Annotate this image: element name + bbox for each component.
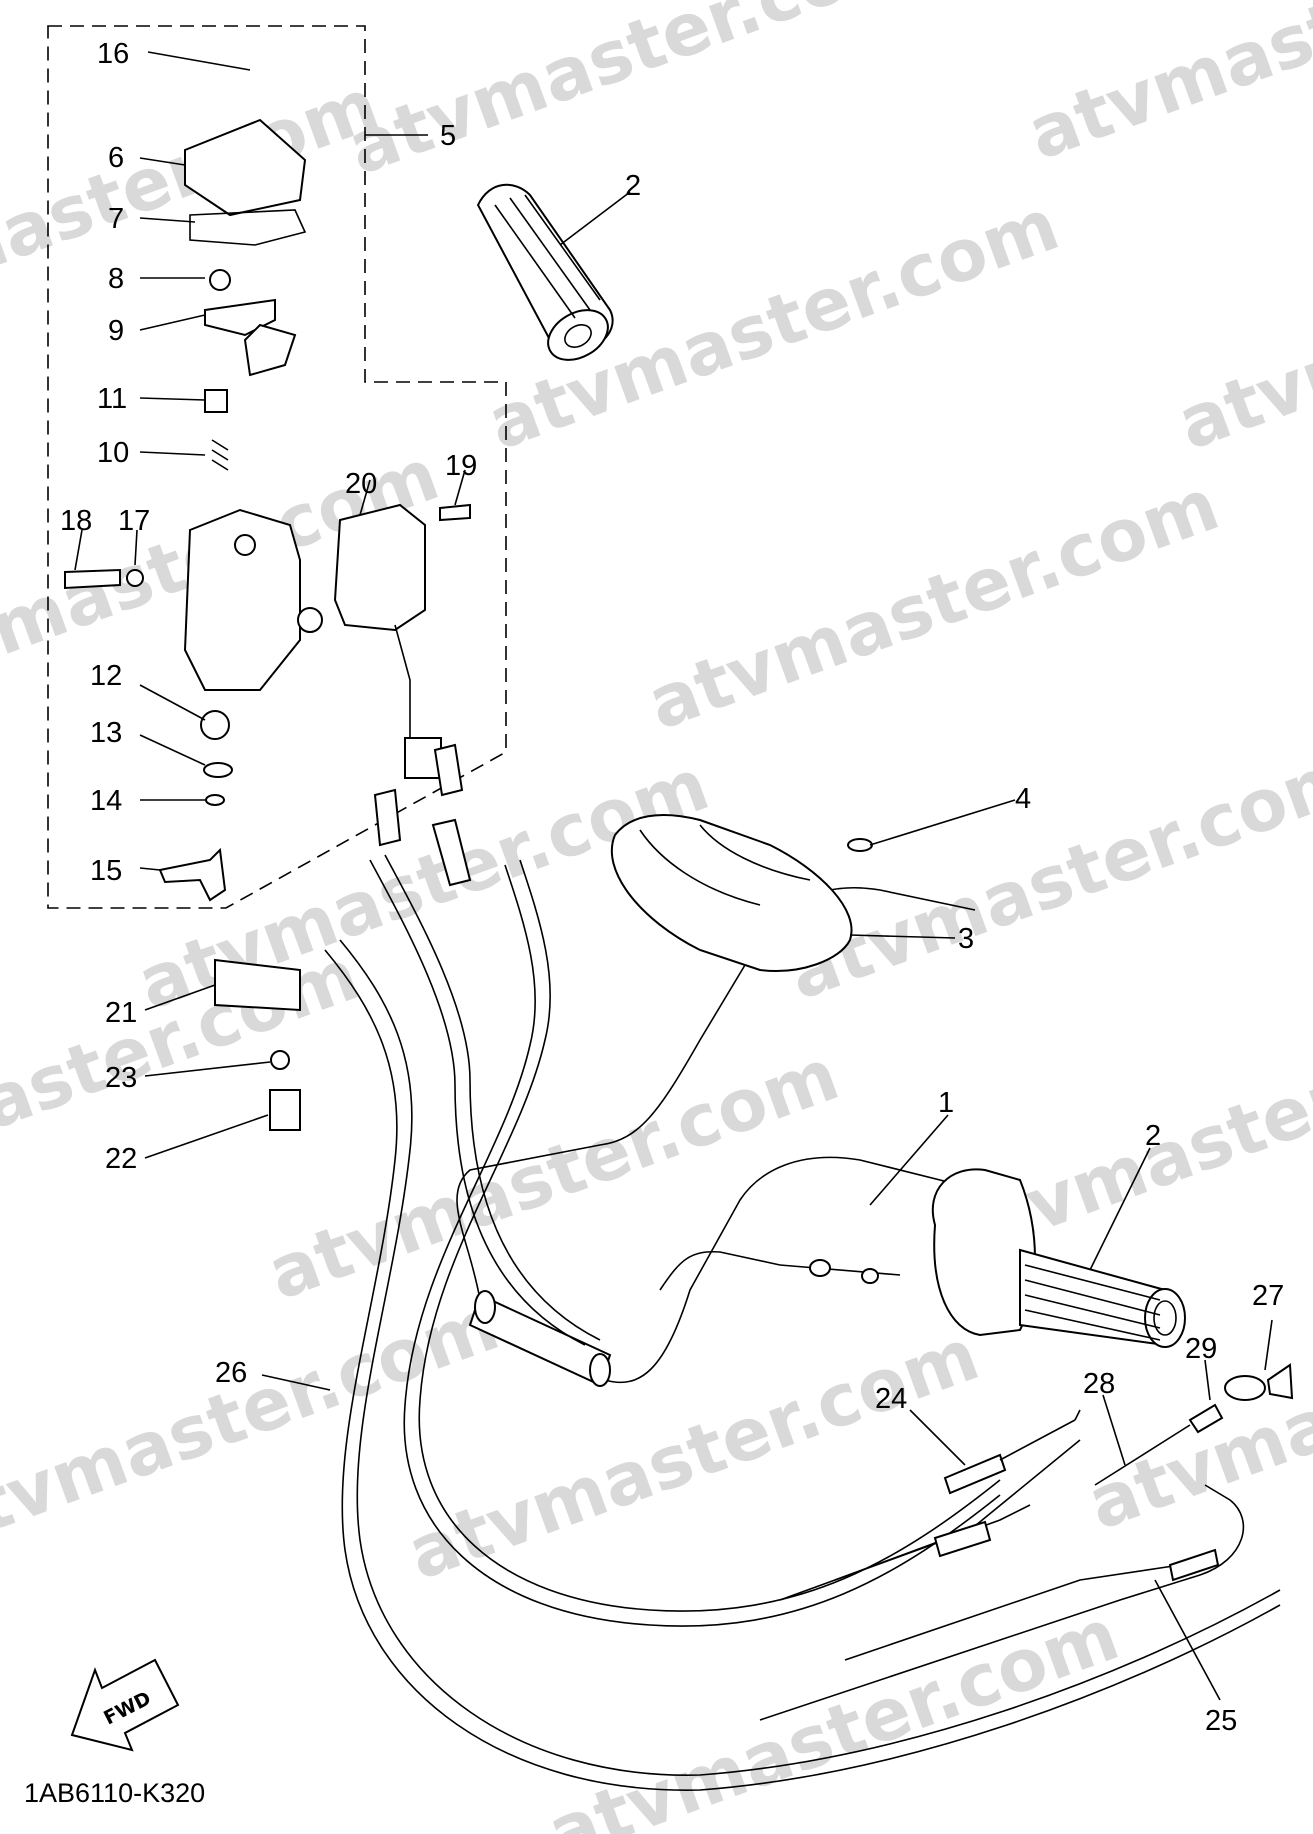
callout-15: 15 [90,855,122,887]
callout-26: 26 [215,1357,247,1389]
watermark: atvmaster.com [637,462,1229,746]
callout-1: 1 [938,1087,954,1119]
switch-housing [64,118,471,1131]
callout-9: 9 [108,315,124,347]
callout-29: 29 [1185,1333,1217,1365]
callout-4: 4 [1015,783,1031,815]
right-grip [931,1168,1186,1348]
watermark: atvmaster.com [777,732,1313,1016]
callout-8: 8 [108,263,124,295]
left-lever-housing [610,814,873,972]
callout-3: 3 [958,923,974,955]
callout-23: 23 [105,1062,137,1094]
forward-arrow-icon: FWD [70,1658,180,1752]
watermark: atvmaster.com [1017,0,1313,176]
callout-19: 19 [445,450,477,482]
drawing-code: 1AB6110-K320 [24,1778,205,1808]
callout-7: 7 [108,203,124,235]
callout-24: 24 [875,1383,907,1415]
callout-21: 21 [105,997,137,1029]
watermark: atvmaster.com [337,0,929,191]
callout-18: 18 [60,505,92,537]
cables [324,743,1294,1791]
callout-11: 11 [97,383,127,415]
callout-13: 13 [90,717,122,749]
leader-lines [74,51,1273,1701]
callout-20: 20 [345,468,377,500]
callout-16: 16 [97,38,129,70]
callout-12: 12 [90,660,122,692]
callout-17: 17 [118,505,150,537]
callout-2-upper: 2 [625,170,641,202]
callout-27: 27 [1252,1280,1284,1312]
callout-14: 14 [90,785,122,817]
callout-6: 6 [108,142,124,174]
callout-22: 22 [105,1143,137,1175]
callout-25: 25 [1205,1705,1237,1737]
callout-5: 5 [440,120,456,152]
callout-10: 10 [97,437,129,469]
watermark: atvmaster.com [0,62,389,346]
watermark: atvmaster.com [257,1032,849,1316]
left-grip [476,183,614,361]
callout-labels: 16 6 7 8 9 11 10 18 17 20 19 5 2 12 13 1… [60,38,1284,1737]
callout-2-lower: 2 [1145,1120,1161,1152]
watermark: atvmaster.com [1167,182,1313,466]
callout-28: 28 [1083,1368,1115,1400]
switch-assembly-outline [47,25,507,909]
